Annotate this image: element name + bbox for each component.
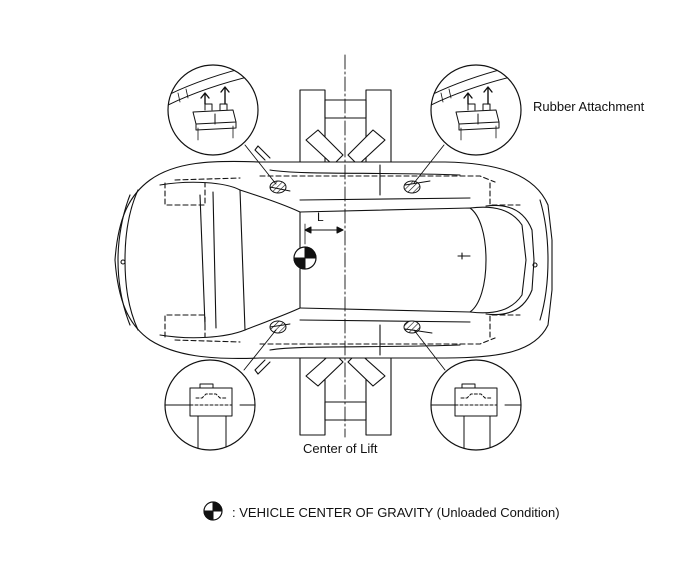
detail-circle-top-right: [431, 64, 523, 155]
lift-point-rear-right: [404, 321, 420, 333]
center-of-gravity-symbol: [294, 247, 316, 269]
lift-points: [270, 181, 432, 333]
detail-circle-bottom-left: [165, 360, 255, 450]
dimension-L: [305, 224, 343, 244]
vehicle-outline: [115, 146, 552, 374]
detail-circle-bottom-right: [431, 360, 521, 450]
center-of-lift-label: Center of Lift: [303, 441, 378, 456]
lift-point-rear-left: [404, 181, 420, 193]
lift-point-front-left: [270, 181, 286, 193]
detail-circle-top-left: [168, 64, 260, 155]
legend-text: : VEHICLE CENTER OF GRAVITY (Unloaded Co…: [232, 505, 560, 520]
leader-lines: [244, 145, 445, 370]
dimension-l-label: L: [317, 210, 324, 224]
rubber-attachment-label: Rubber Attachment: [533, 99, 645, 114]
legend-cg-symbol: [204, 502, 222, 520]
